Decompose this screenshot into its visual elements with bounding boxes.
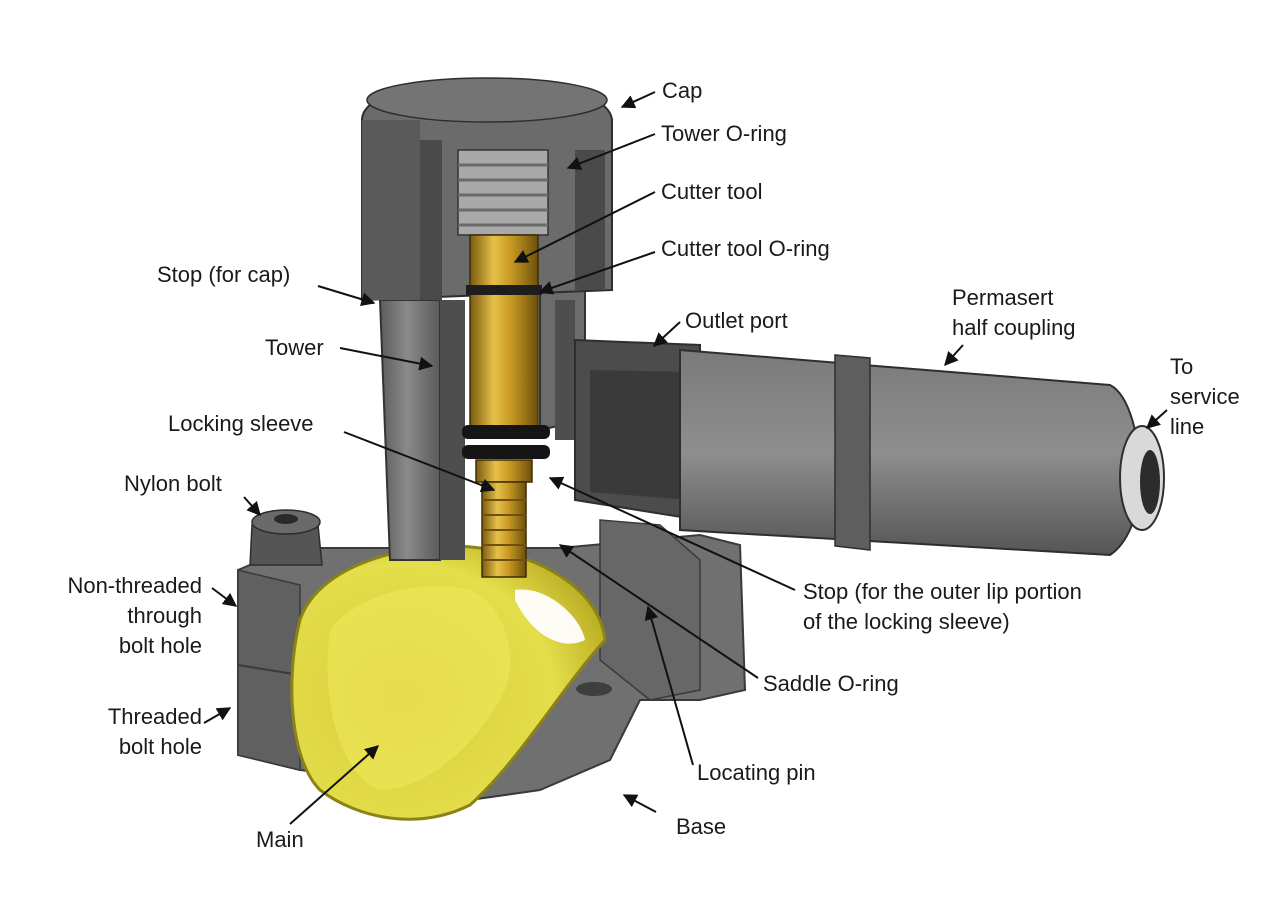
arrow-cutter-tool	[513, 191, 656, 263]
arrow-cap	[620, 91, 656, 109]
label-cap: Cap	[662, 78, 703, 103]
arrow-tower	[339, 347, 434, 371]
arrow-main	[289, 745, 380, 825]
label-nylon-bolt: Nylon bolt	[124, 471, 222, 496]
brass-cutter-body	[462, 234, 550, 578]
label-to-service-line: To service line	[1170, 354, 1240, 439]
label-non-threaded-bolt-hole: Non-threaded through bolt hole	[67, 573, 202, 658]
label-tower: Tower	[265, 335, 324, 360]
arrow-saddle-oring	[558, 544, 759, 679]
arrow-locating-pin	[644, 605, 694, 766]
arrow-to-service-line	[1145, 409, 1168, 429]
label-permasert-half-coupling: Permasert half coupling	[952, 285, 1076, 340]
arrow-outlet-port	[652, 321, 681, 347]
arrow-base	[622, 794, 657, 813]
label-locking-sleeve: Locking sleeve	[168, 411, 314, 436]
label-stop-cap: Stop (for cap)	[157, 262, 291, 287]
label-outlet-port: Outlet port	[685, 308, 788, 333]
arrow-tower-oring	[566, 133, 656, 170]
arrow-threaded	[203, 707, 232, 724]
label-base: Base	[676, 814, 727, 839]
arrow-cutter-tool-oring	[538, 251, 656, 295]
arrow-permasert	[944, 344, 964, 367]
arrow-non-threaded	[211, 587, 238, 607]
permasert-coupling	[679, 348, 1165, 557]
label-tower-oring: Tower O-ring	[661, 121, 787, 146]
label-stop-outer-lip: Stop (for the outer lip portion of the l…	[803, 579, 1082, 634]
arrow-stop-lip	[548, 476, 796, 591]
leader-arrows	[203, 91, 1168, 825]
arrow-stop-cap	[317, 285, 376, 307]
cutter-tool-top	[457, 149, 549, 236]
label-main: Main	[256, 827, 304, 852]
nylon-bolt	[249, 509, 323, 566]
label-saddle-oring: Saddle O-ring	[763, 671, 899, 696]
label-locating-pin: Locating pin	[697, 760, 816, 785]
label-cutter-tool: Cutter tool	[661, 179, 763, 204]
label-cutter-tool-oring: Cutter tool O-ring	[661, 236, 830, 261]
arrow-nylon-bolt	[243, 496, 261, 517]
tower-body	[378, 289, 586, 561]
label-threaded-bolt-hole: Threaded bolt hole	[107, 704, 202, 759]
arrow-locking-sleeve	[343, 431, 496, 492]
